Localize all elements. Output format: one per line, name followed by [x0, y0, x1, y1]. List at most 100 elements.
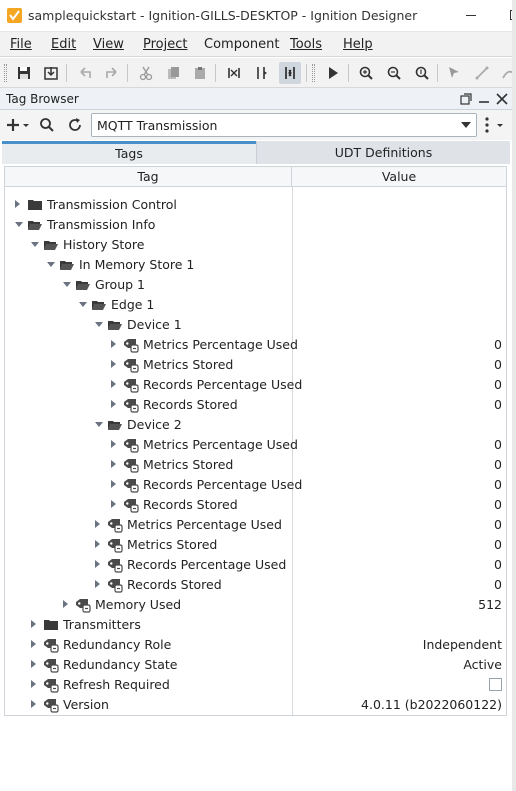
collapse-arrow-icon[interactable] [63, 282, 71, 287]
tree-folder-row[interactable]: Group 1 [5, 275, 506, 295]
save-all-button[interactable] [40, 62, 62, 84]
copy-icon[interactable] [162, 62, 184, 84]
value-checkbox[interactable] [489, 678, 502, 691]
undo-icon[interactable] [74, 62, 96, 84]
tab-tags[interactable]: Tags [2, 141, 256, 164]
tree-tag-row[interactable]: Refresh Required [5, 675, 506, 695]
zoom-in-icon[interactable] [355, 62, 377, 84]
menu-tools[interactable]: Tools [290, 37, 322, 52]
chevron-down-icon [461, 122, 471, 128]
folder-open-icon [75, 277, 91, 293]
tag-value: 0 [494, 537, 502, 552]
search-icon[interactable] [38, 116, 56, 134]
expand-arrow-icon[interactable] [63, 600, 68, 608]
expand-arrow-icon[interactable] [95, 520, 100, 528]
expand-arrow-icon[interactable] [111, 340, 116, 348]
float-panel-icon[interactable] [458, 91, 474, 107]
connection-tool-icon[interactable] [471, 62, 493, 84]
tree-folder-row[interactable]: Transmission Control [5, 195, 506, 215]
tree-folder-row[interactable]: History Store [5, 235, 506, 255]
align-tool-icon[interactable] [223, 62, 245, 84]
expand-arrow-icon[interactable] [15, 200, 20, 208]
play-icon[interactable] [322, 62, 344, 84]
tree-folder-row[interactable]: Edge 1 [5, 295, 506, 315]
tab-udt-definitions[interactable]: UDT Definitions [256, 141, 510, 164]
move-tool-icon[interactable] [279, 62, 301, 84]
menu-component[interactable]: Component [204, 37, 279, 52]
tree-folder-row[interactable]: Transmission Info [5, 215, 506, 235]
collapse-arrow-icon[interactable] [95, 422, 103, 427]
save-button[interactable] [13, 62, 35, 84]
expand-arrow-icon[interactable] [95, 540, 100, 548]
toolbar-grip[interactable] [4, 64, 7, 82]
menu-project[interactable]: Project [143, 37, 187, 52]
expand-arrow-icon[interactable] [95, 580, 100, 588]
expand-arrow-icon[interactable] [111, 460, 116, 468]
menu-edit[interactable]: Edit [51, 37, 76, 52]
menu-view[interactable]: View [93, 37, 124, 52]
cut-icon[interactable] [135, 62, 157, 84]
redo-icon[interactable] [101, 62, 123, 84]
tree-folder-row[interactable]: Transmitters [5, 615, 506, 635]
column-header-tag[interactable]: Tag [5, 167, 292, 187]
tree-folder-row[interactable]: Device 2 [5, 415, 506, 435]
zoom-out-icon[interactable] [383, 62, 405, 84]
collapse-arrow-icon[interactable] [47, 262, 55, 267]
column-header-value[interactable]: Value [292, 167, 506, 187]
refresh-icon[interactable] [66, 116, 84, 134]
collapse-arrow-icon[interactable] [95, 322, 103, 327]
add-tag-icon[interactable] [6, 116, 32, 134]
collapse-arrow-icon[interactable] [79, 302, 87, 307]
expand-arrow-icon[interactable] [95, 560, 100, 568]
tree-folder-row[interactable]: In Memory Store 1 [5, 255, 506, 275]
more-options-icon[interactable] [482, 116, 508, 134]
tag-icon [107, 517, 123, 533]
paste-icon[interactable] [189, 62, 211, 84]
expand-arrow-icon[interactable] [31, 660, 36, 668]
minimize-window-button[interactable] [466, 15, 476, 16]
toolbar-separator [348, 64, 349, 82]
pointer-tool-icon[interactable] [443, 62, 465, 84]
expand-arrow-icon[interactable] [111, 480, 116, 488]
tag-provider-select[interactable]: MQTT Transmission [91, 113, 477, 137]
expand-arrow-icon[interactable] [31, 680, 36, 688]
toolbar-grip[interactable] [312, 64, 315, 82]
expand-arrow-icon[interactable] [111, 400, 116, 408]
distribute-tool-icon[interactable] [251, 62, 273, 84]
menu-bar: File Edit View Project Component Tools H… [0, 32, 516, 57]
expand-arrow-icon[interactable] [111, 360, 116, 368]
tag-provider-value: MQTT Transmission [97, 118, 218, 133]
tree-folder-row[interactable]: Device 1 [5, 315, 506, 335]
minimize-panel-icon[interactable] [476, 91, 492, 107]
collapse-arrow-icon[interactable] [15, 222, 23, 227]
expand-arrow-icon[interactable] [31, 620, 36, 628]
expand-arrow-icon[interactable] [111, 440, 116, 448]
expand-arrow-icon[interactable] [31, 700, 36, 708]
tag-value: 0 [494, 577, 502, 592]
expand-arrow-icon[interactable] [111, 380, 116, 388]
tag-name: History Store [63, 237, 145, 252]
zoom-reset-icon[interactable] [411, 62, 433, 84]
collapse-arrow-icon[interactable] [31, 242, 39, 247]
expand-arrow-icon[interactable] [31, 640, 36, 648]
menu-file[interactable]: File [10, 37, 32, 52]
menu-help[interactable]: Help [343, 37, 373, 52]
expand-arrow-icon[interactable] [111, 500, 116, 508]
close-panel-icon[interactable] [494, 91, 510, 107]
